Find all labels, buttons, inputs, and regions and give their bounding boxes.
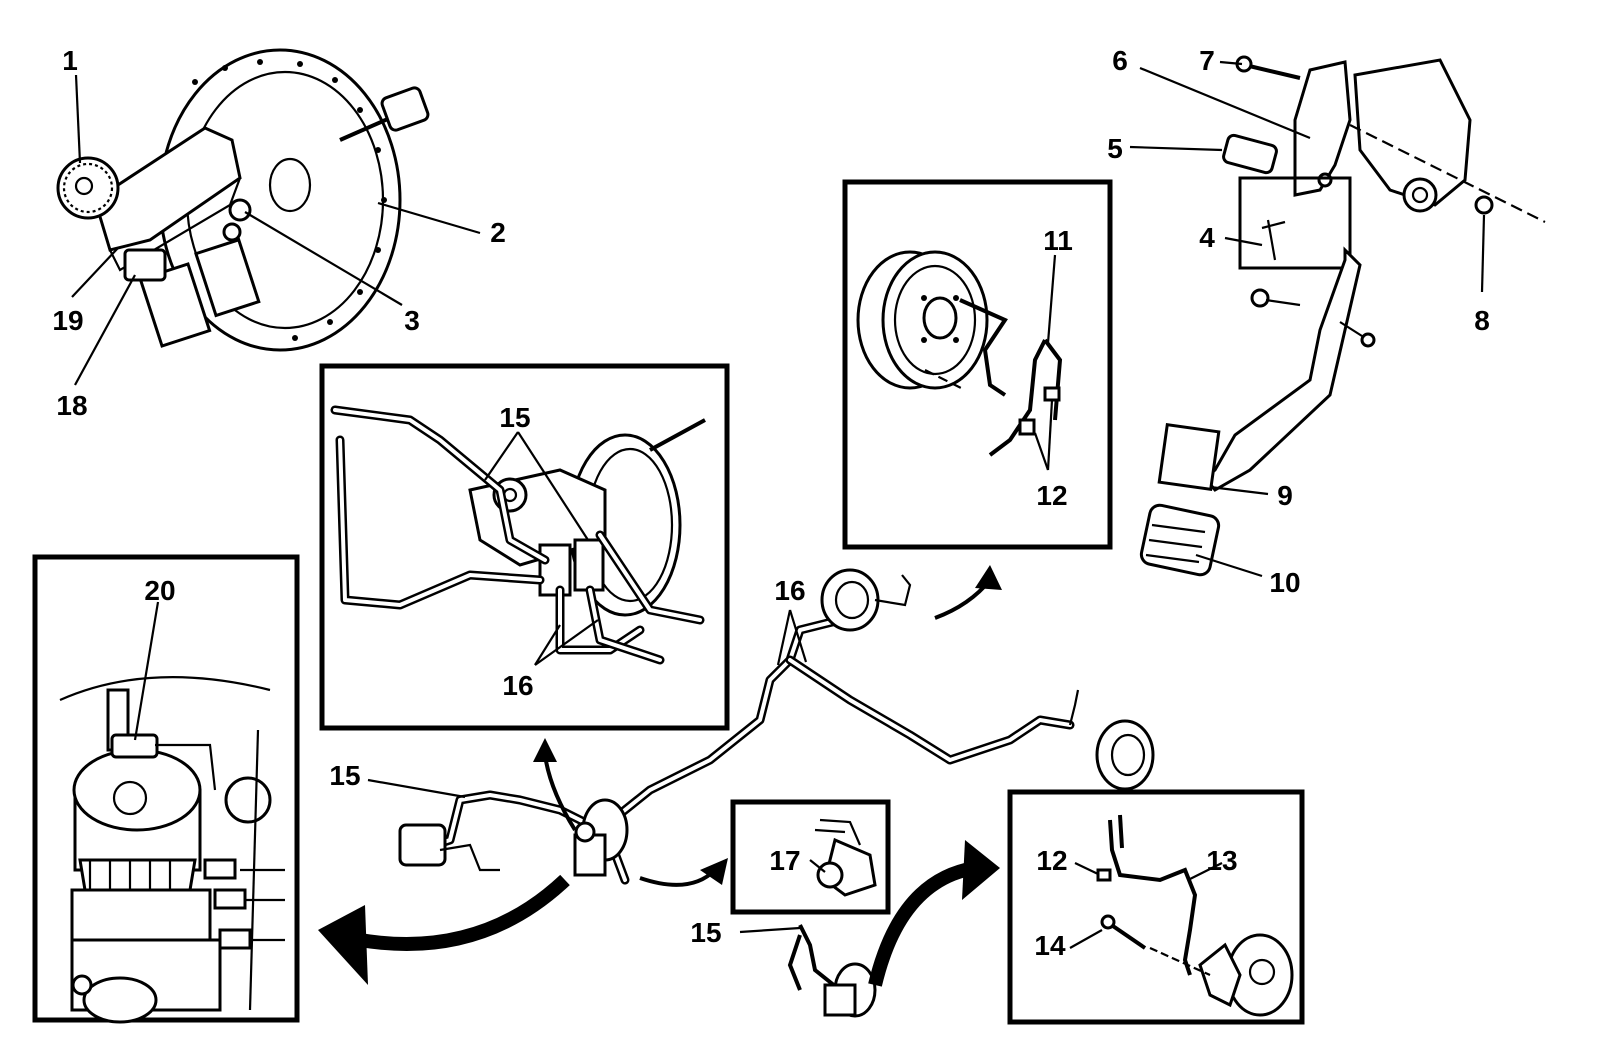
callout-1: 1 <box>62 45 78 76</box>
callout-15-bottom: 15 <box>690 917 721 948</box>
callout-6: 6 <box>1112 45 1128 76</box>
callout-14: 14 <box>1034 930 1066 961</box>
main-front-right-caliper <box>823 962 877 1018</box>
pivot-nut <box>1474 195 1494 215</box>
arrow-to-reservoir-inset <box>318 874 570 985</box>
callout-4: 4 <box>1199 222 1215 253</box>
brake-pedal-arm <box>1202 246 1362 492</box>
arrow-to-drum-inset <box>934 565 1002 620</box>
callout-20: 20 <box>144 575 175 606</box>
arrow-to-abs-inset <box>639 858 728 887</box>
callout-15-inset: 15 <box>499 402 530 433</box>
main-brake-lines <box>415 600 1075 997</box>
inset-brake-lines <box>330 405 705 665</box>
callout-17: 17 <box>769 845 800 876</box>
arrow-to-pipes-inset <box>533 738 577 832</box>
callout-8: 8 <box>1474 305 1490 336</box>
callout-7: 7 <box>1199 45 1215 76</box>
master-cylinder <box>56 126 261 348</box>
inset-abs-modulator <box>814 818 877 897</box>
arrow-to-disc-inset <box>868 840 1000 987</box>
pedal-bracket <box>1353 58 1472 207</box>
callout-13: 13 <box>1206 845 1237 876</box>
main-rear-drum-left <box>820 568 912 632</box>
callout-10: 10 <box>1269 567 1300 598</box>
pushrod-clevis <box>380 86 430 132</box>
main-rear-drum-right <box>1068 689 1155 791</box>
callout-19: 19 <box>52 305 83 336</box>
callout-12-front: 12 <box>1036 845 1067 876</box>
mounting-nut <box>228 198 252 222</box>
pedal-pad-plate <box>1157 422 1221 492</box>
callout-12-rear: 12 <box>1036 480 1067 511</box>
callout-16-inset: 16 <box>502 670 533 701</box>
retaining-clip <box>1018 418 1036 436</box>
callout-11: 11 <box>1043 225 1073 256</box>
main-front-left-caliper <box>398 823 500 872</box>
callout-2: 2 <box>490 217 506 248</box>
callout-18: 18 <box>56 390 87 421</box>
callout-5: 5 <box>1107 133 1123 164</box>
reservoir-cap <box>56 156 120 220</box>
inset-reservoir-cap <box>72 748 202 832</box>
rear-drum-backing-plate <box>856 250 989 391</box>
inset-brake-caliper <box>1198 942 1242 1008</box>
callout-3: 3 <box>404 305 420 336</box>
inset-caliper-bolt <box>1100 914 1116 930</box>
brake-light-switch <box>1222 133 1278 175</box>
callout-9: 9 <box>1277 480 1293 511</box>
inset-front-disc <box>1096 814 1294 1017</box>
fluid-level-sensor <box>123 248 167 282</box>
callout-15-left: 15 <box>329 760 360 791</box>
booster-rim-dots <box>192 59 387 341</box>
master-cylinder-port-right <box>194 237 261 318</box>
callout-16-main: 16 <box>774 575 805 606</box>
main-master-cylinder-small <box>573 798 629 877</box>
pedal-outline-box <box>1238 176 1352 270</box>
inset-reservoir <box>59 676 285 1024</box>
brake-pedal-assembly <box>1139 55 1546 577</box>
